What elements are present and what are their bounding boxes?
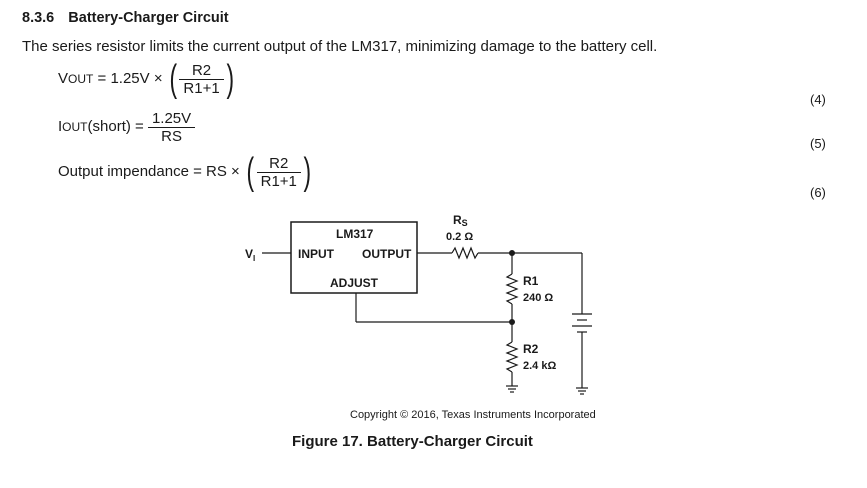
equation-6-denominator: R1+1 — [256, 171, 301, 190]
rs-resistor — [451, 246, 479, 260]
rs-name: RS — [453, 213, 468, 228]
adjust-pin-label: ADJUST — [330, 276, 379, 290]
figure-caption: Figure 17. Battery-Charger Circuit — [292, 433, 533, 450]
equation-6-fraction: R2 R1+1 — [256, 154, 301, 190]
equation-5-lhs: IOUT(short) = — [58, 118, 144, 136]
equation-4-fraction: R2 R1+1 — [179, 61, 224, 97]
r1-value: 240 Ω — [523, 292, 553, 304]
junction-dot — [509, 250, 515, 256]
r1-name: R1 — [523, 274, 539, 288]
rs-value: 0.2 Ω — [446, 231, 473, 243]
equation-4-lhs: VOUT = 1.25V × — [58, 69, 163, 87]
equation-5-numerator: 1.25V — [151, 110, 192, 127]
equation-6-numerator: R2 — [269, 154, 289, 172]
input-pin-label: INPUT — [298, 247, 335, 261]
equation-6: Output impendance = RS × ( R2 R1+1 ) — [58, 151, 312, 193]
equation-6-number: (6) — [810, 185, 826, 200]
lm317-block — [290, 221, 418, 294]
equation-4-numerator: R2 — [191, 61, 212, 79]
section-heading: 8.3.6 Battery-Charger Circuit — [22, 10, 229, 26]
equation-5-fraction: 1.25V RS — [147, 110, 196, 145]
equation-6-lhs: Output impendance = RS × — [58, 162, 240, 180]
equation-5: IOUT(short) = 1.25V RS — [58, 110, 196, 145]
section-title: Battery-Charger Circuit — [68, 10, 229, 26]
r2-name: R2 — [523, 342, 539, 356]
body-paragraph: The series resistor limits the current o… — [22, 38, 658, 55]
vin-label: VI — [245, 247, 255, 263]
output-pin-label: OUTPUT — [362, 247, 412, 261]
r1-resistor — [505, 273, 519, 305]
equation-5-denominator: RS — [147, 127, 196, 145]
r2-value: 2.4 kΩ — [523, 360, 556, 372]
section-number: 8.3.6 — [22, 10, 55, 26]
equation-4-number: (4) — [810, 92, 826, 107]
r2-resistor — [505, 341, 519, 373]
copyright-notice: Copyright © 2016, Texas Instruments Inco… — [350, 409, 596, 421]
equation-4-denominator: R1+1 — [179, 78, 224, 97]
junction-dot — [509, 319, 515, 325]
equation-5-number: (5) — [810, 136, 826, 151]
regulator-label: LM317 — [336, 227, 374, 241]
equation-4: VOUT = 1.25V × ( R2 R1+1 ) — [58, 58, 234, 100]
